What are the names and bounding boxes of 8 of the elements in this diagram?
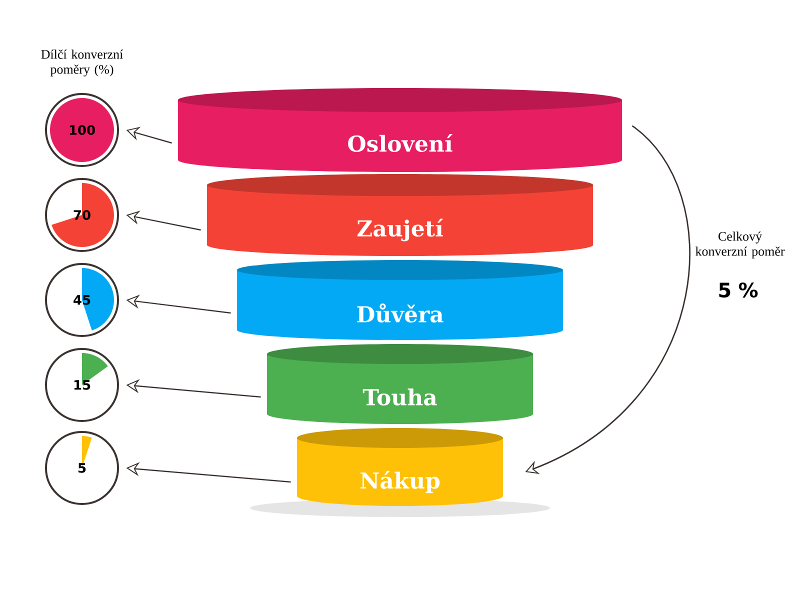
caption-text: Dílčí konverzní poměry (%) [41, 50, 124, 76]
caption-text: Celkový konverzní poměr [696, 232, 785, 258]
funnel-band: Touha [267, 344, 533, 424]
funnel-band: Zaujetí [207, 174, 593, 256]
caption-text: 5 % [719, 282, 758, 298]
funnel-band: Nákup [297, 428, 503, 506]
funnel-band: Oslovení [178, 88, 622, 172]
funnel-band: Důvěra [237, 260, 563, 340]
